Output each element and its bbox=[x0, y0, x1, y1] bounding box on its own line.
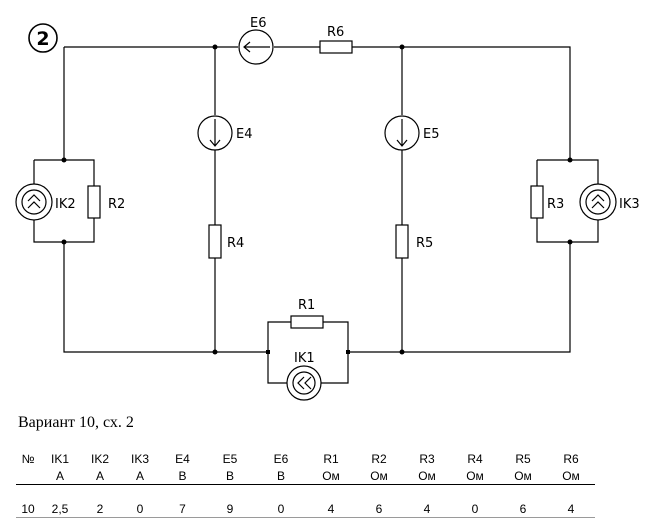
value-cell: 6 bbox=[355, 500, 403, 518]
header-cell: R5 bbox=[515, 451, 531, 466]
unit-cell: Ом bbox=[355, 467, 403, 485]
value-cell: 7 bbox=[160, 500, 205, 518]
variant-caption: Вариант 10, сх. 2 bbox=[18, 414, 134, 431]
wire bbox=[348, 242, 571, 353]
unit-cell: Ом bbox=[403, 467, 451, 485]
label-ik3: IK3 bbox=[619, 197, 640, 212]
label-r1: R1 bbox=[298, 298, 315, 313]
parameters-table: № IK1 IK2 IK3 E4 E5 E6 R1 R2 R3 R4 R5 R6… bbox=[16, 450, 595, 518]
spacer-row bbox=[16, 485, 595, 501]
current-source-ik3 bbox=[579, 183, 617, 221]
label-r5: R5 bbox=[416, 236, 433, 251]
unit-cell bbox=[16, 467, 40, 485]
header-cell: № bbox=[21, 451, 35, 466]
label-e4: E4 bbox=[236, 127, 253, 142]
value-cell: 10 bbox=[16, 500, 40, 518]
unit-cell: Ом bbox=[451, 467, 499, 485]
resistor-r4 bbox=[208, 224, 222, 259]
header-cell: IK1 bbox=[50, 451, 69, 466]
header-row: № IK1 IK2 IK3 E4 E5 E6 R1 R2 R3 R4 R5 R6 bbox=[16, 450, 595, 467]
label-r2: R2 bbox=[108, 197, 125, 212]
circuit-number-circle bbox=[28, 23, 58, 53]
circuit-number: 2 bbox=[36, 28, 49, 50]
wire bbox=[267, 321, 349, 352]
label-e6: E6 bbox=[250, 16, 267, 31]
value-cell: 0 bbox=[120, 500, 160, 518]
header-cell: E5 bbox=[222, 451, 238, 466]
value-cell: 4 bbox=[403, 500, 451, 518]
value-cell: 4 bbox=[547, 500, 595, 518]
wire bbox=[267, 352, 349, 384]
value-cell: 4 bbox=[307, 500, 355, 518]
junction-dots bbox=[61, 44, 573, 355]
wire bbox=[64, 46, 571, 160]
header-cell: R6 bbox=[563, 451, 579, 466]
wire bbox=[63, 242, 268, 353]
value-cell: 0 bbox=[255, 500, 307, 518]
table-row: 10 2,5 2 0 7 9 0 4 6 4 0 6 4 bbox=[16, 500, 595, 518]
header-cell: E4 bbox=[175, 451, 190, 466]
header-cell: R2 bbox=[371, 451, 387, 466]
label-ik1: IK1 bbox=[294, 351, 315, 366]
voltage-source-e4 bbox=[197, 115, 233, 151]
unit-cell: B bbox=[255, 467, 307, 485]
unit-row: A A A B B B Ом Ом Ом Ом Ом Ом bbox=[16, 467, 595, 485]
unit-cell: A bbox=[80, 467, 120, 485]
value-cell: 6 bbox=[499, 500, 547, 518]
header-cell: R4 bbox=[467, 451, 483, 466]
unit-cell: A bbox=[40, 467, 80, 485]
resistor-r3 bbox=[530, 185, 544, 219]
unit-cell: B bbox=[205, 467, 255, 485]
unit-cell: B bbox=[160, 467, 205, 485]
label-r4: R4 bbox=[227, 236, 244, 251]
value-cell: 0 bbox=[451, 500, 499, 518]
resistor-r1 bbox=[290, 315, 324, 329]
label-ik2: IK2 bbox=[55, 197, 76, 212]
unit-cell: Ом bbox=[307, 467, 355, 485]
current-source-ik1 bbox=[286, 365, 322, 401]
value-cell: 2 bbox=[80, 500, 120, 518]
unit-cell: A bbox=[120, 467, 160, 485]
value-cell: 2,5 bbox=[40, 500, 80, 518]
resistor-r5 bbox=[395, 224, 409, 259]
circuit-diagram: 2 E6 R6 E4 E5 IK2 R2 R4 R5 R3 IK3 R1 IK1 bbox=[15, 16, 640, 401]
header-cell: R3 bbox=[419, 451, 435, 466]
value-cell: 9 bbox=[205, 500, 255, 518]
label-r3: R3 bbox=[547, 197, 564, 212]
header-cell: IK3 bbox=[130, 451, 149, 466]
header-cell: IK2 bbox=[90, 451, 109, 466]
label-r6: R6 bbox=[327, 25, 344, 40]
voltage-source-e6 bbox=[238, 29, 274, 65]
label-e5: E5 bbox=[423, 127, 440, 142]
unit-cell: Ом bbox=[499, 467, 547, 485]
voltage-source-e5 bbox=[384, 115, 420, 151]
resistor-r6 bbox=[319, 40, 353, 54]
resistor-r2 bbox=[87, 185, 101, 219]
current-source-ik2 bbox=[15, 183, 53, 221]
header-cell: E6 bbox=[273, 451, 289, 466]
header-cell: R1 bbox=[323, 451, 339, 466]
unit-cell: Ом bbox=[547, 467, 595, 485]
